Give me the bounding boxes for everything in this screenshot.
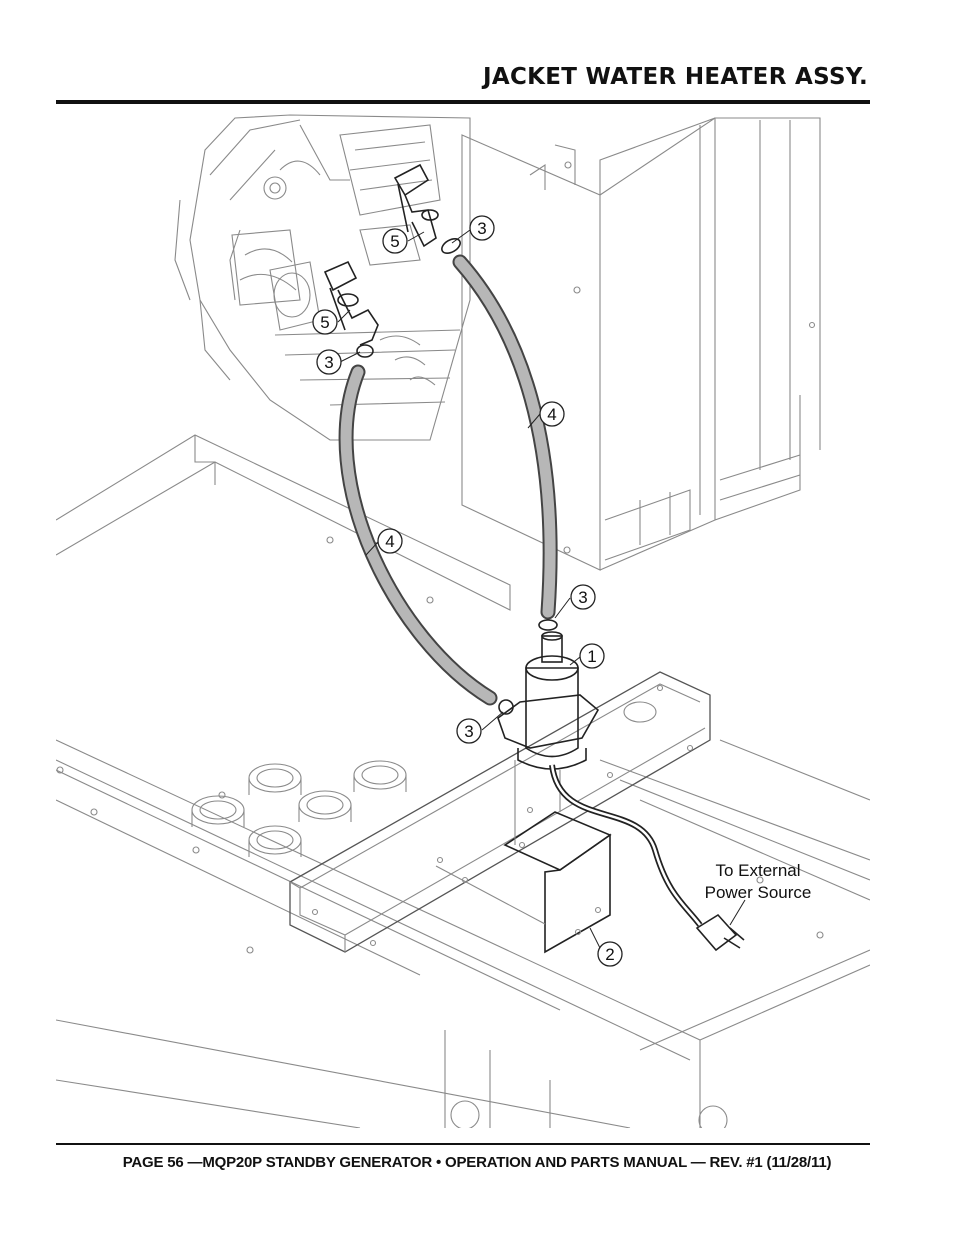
svg-text:3: 3 [464, 722, 473, 741]
callout-5-upper: 5 [382, 228, 408, 254]
upper-hose [452, 254, 558, 620]
svg-text:5: 5 [390, 232, 399, 251]
svg-text:4: 4 [385, 532, 394, 551]
washers [356, 237, 558, 715]
assembly-drawing: 1 2 3 3 3 3 4 4 5 5 To External Power So… [56, 114, 870, 1128]
callout-4-right-hose: 4 [539, 401, 565, 427]
power-note-line1: To External [715, 861, 800, 880]
svg-text:4: 4 [547, 405, 556, 424]
svg-text:2: 2 [605, 945, 614, 964]
engine-block [174, 114, 471, 441]
power-cord [549, 764, 745, 952]
callout-3-heater-top: 3 [570, 584, 596, 610]
upper-fitting [393, 163, 439, 248]
callout-5-lower: 5 [312, 309, 338, 335]
page-footer: PAGE 56 —MQP20P STANDBY GENERATOR • OPER… [122, 1154, 832, 1171]
lower-hose [338, 364, 498, 706]
svg-text:5: 5 [320, 313, 329, 332]
leader-lines [337, 229, 746, 949]
callout-3-upper-right: 3 [469, 215, 495, 241]
page-title: JACKET WATER HEATER ASSY. [482, 64, 868, 90]
callout-2: 2 [597, 941, 623, 967]
callout-3-upper-left: 3 [316, 349, 342, 375]
footer-rule [56, 1143, 870, 1145]
callout-3-heater-side: 3 [456, 718, 482, 744]
mounting-bracket [435, 760, 612, 954]
svg-text:3: 3 [578, 588, 587, 607]
header-rule [56, 100, 870, 104]
callout-4-left-hose: 4 [377, 528, 403, 554]
svg-text:3: 3 [324, 353, 333, 372]
callout-1: 1 [579, 643, 605, 669]
radiator-panel [461, 117, 821, 571]
power-note-line2: Power Source [705, 883, 812, 902]
svg-text:1: 1 [587, 647, 596, 666]
tank-fittings [191, 760, 407, 857]
jacket-water-heater [497, 631, 600, 770]
svg-text:3: 3 [477, 219, 486, 238]
lower-fitting [323, 260, 379, 346]
base-frame [56, 434, 870, 1128]
